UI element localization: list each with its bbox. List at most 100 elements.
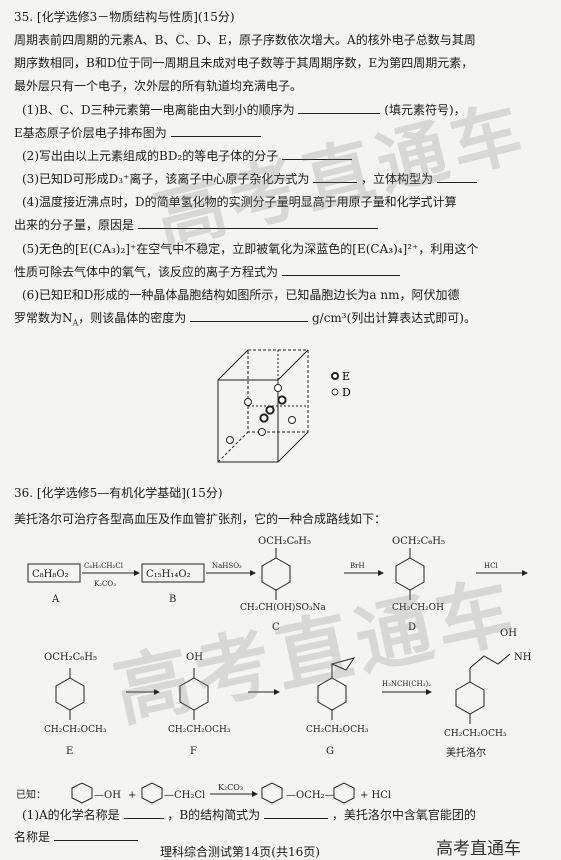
q36-part1-line2: 名称是 (14, 830, 138, 845)
q35-part5-line1: (5)无色的[E(CA₃)₂]⁺在空气中不稳定，立即被氧化为深蓝色的[E(CA₃… (22, 242, 479, 256)
page-footer: 理科综合测试第14页(共16页) (160, 845, 320, 859)
compound-e-top: OCH₂C₆H₅ (44, 652, 97, 663)
compound-e-ring (55, 668, 85, 720)
q36-part1-text2: ，B的结构简式为 (167, 808, 261, 822)
q35-part1-text: (1)B、C、D三种元素第一电离能由大到小的顺序为 (22, 103, 295, 117)
q35-intro-line3: 最外层只有一个电子，次外层的所有轨道均充满电子。 (14, 79, 303, 93)
compound-m-oh: OH (500, 628, 517, 639)
compound-a-label: A (51, 594, 60, 605)
q35-part6-text3: g/cm³(列出计算表达式即可)。 (311, 311, 476, 325)
q35-part6-blank[interactable] (190, 311, 309, 322)
compound-c-top: OCH₂C₆H₅ (258, 536, 311, 547)
compound-c-bottom: CH₂CH(OH)SO₃Na (240, 602, 326, 613)
q36-part1-blank2[interactable] (263, 808, 328, 819)
known-reagent: K₂CO₃ (218, 783, 243, 792)
compound-m-bottom: CH₂CH₂OCH₃ (444, 729, 507, 739)
compound-d-label: D (408, 622, 416, 633)
compound-m-nh: NH (514, 652, 532, 663)
q35-part1-text2: (填元素符号)， (384, 103, 466, 117)
q35-part5-blank[interactable] (281, 265, 400, 276)
known-label: 已知： (16, 788, 46, 801)
compound-metoprolol-ring (455, 653, 511, 724)
compound-m-label: 美托洛尔 (446, 746, 486, 759)
compound-c-ring (261, 548, 291, 600)
legend-d-marker (331, 388, 339, 396)
compound-g-ring (317, 657, 356, 720)
compound-e-label: E (66, 746, 73, 757)
compound-f-label: F (190, 746, 197, 757)
legend-d-label: D (342, 386, 351, 399)
q35-intro-line2: 期序数相同，B和D位于同一周期且未成对电子数等于其周期序数，E为第四周期元素， (14, 56, 474, 70)
known-ring-3 (261, 782, 283, 804)
q35-part2-text: (2)写出由以上元素组成的BD₂的等电子体的分子 (22, 149, 279, 163)
q35-part4-line2: 出来的分子量，原因是 (14, 218, 378, 233)
q35-part6-line1: (6)已知E和D形成的一种晶体晶胞结构如图所示，已知晶胞边长为a nm，阿伏加德 (22, 288, 460, 302)
q35-part1-blank2[interactable] (170, 126, 261, 137)
e-atoms (259, 395, 287, 423)
q35-part5-text: 性质可除去气体中的氧气，该反应的离子方程式为 (14, 265, 279, 279)
known-och2: —OCH₂— (286, 790, 335, 801)
compound-b-label: B (169, 594, 176, 605)
reagent-4: HCl (484, 562, 498, 570)
q35-part6-text2: ，则该晶体的密度为 (78, 311, 187, 325)
known-oh: —OH (94, 790, 121, 801)
compound-d-ring (395, 548, 425, 600)
compound-a-formula: C₈H₈O₂ (32, 569, 69, 580)
compound-g-label: G (326, 746, 334, 757)
compound-d-bottom: CH₂CH₂OH (392, 603, 444, 613)
known-reaction: 已知： —OH + —CH₂Cl K₂CO₃ —OCH₂— + HCl (16, 782, 391, 804)
q35-part1-blank[interactable] (298, 103, 381, 114)
q36-intro: 美托洛尔可治疗各型高血压及作血管扩张剂，它的一种合成路线如下： (14, 512, 387, 526)
q35-part4-text: 出来的分子量，原因是 (14, 218, 135, 232)
compound-d-top: OCH₂C₆H₅ (392, 536, 445, 547)
compound-f-ring (179, 668, 209, 720)
q35-header: 35. [化学选修3－物质结构与性质](15分) (14, 10, 235, 24)
q35-part3-text2: ，立体构型为 (361, 172, 434, 186)
q35-part4-blank[interactable] (137, 218, 378, 229)
q35-part2-blank[interactable] (282, 149, 353, 160)
legend-e-marker (331, 372, 339, 380)
q35-part6-line2: 罗常数为NA，则该晶体的密度为 g/cm³(列出计算表达式即可)。 (14, 311, 476, 328)
compound-g-bottom: CH₂CH₂OCH₃ (306, 725, 369, 735)
q35-part5-line2: 性质可除去气体中的氧气，该反应的离子方程式为 (14, 265, 400, 280)
q36-part1-blank3[interactable] (53, 830, 138, 841)
q35-part4-line1: (4)温度接近沸点时，D的简单氢化物的实测分子量明显高于用原子量和化学式计算 (22, 195, 457, 209)
legend-e-label: E (342, 370, 350, 383)
q35-part3-blank[interactable] (313, 172, 358, 183)
reagent-1b: K₂CO₃ (94, 580, 116, 588)
q35-intro-line1: 周期表前四周期的元素A、B、C、D、E，原子序数依次增大。A的核外电子总数与其周 (14, 33, 476, 47)
q35-part3: (3)已知D可形成D₃⁺离子，该离子中心原子杂化方式为 ，立体构型为 (22, 172, 477, 187)
known-ring-4 (333, 782, 355, 804)
reagent-6: H₂NCH(CH₃)₂ (382, 680, 431, 688)
q36-part1-blank[interactable] (123, 808, 164, 819)
q35-part3-text: (3)已知D可形成D₃⁺离子，该离子中心原子杂化方式为 (22, 172, 310, 186)
known-plus: + (128, 790, 136, 801)
q35-part6-text: 罗常数为N (14, 311, 73, 325)
q35-part1: (1)B、C、D三种元素第一电离能由大到小的顺序为 (填元素符号)， (22, 103, 466, 118)
brand-logo-text: 高考直通车 (436, 839, 521, 859)
known-cl: —CH₂Cl (164, 790, 205, 801)
q35-part3-blank2[interactable] (436, 172, 477, 183)
q35-part2: (2)写出由以上元素组成的BD₂的等电子体的分子 (22, 149, 353, 164)
q36-part1-text4: 名称是 (14, 830, 51, 844)
reagent-2: NaHSO₃ (212, 562, 242, 570)
q36-header: 36. [化学选修5—有机化学基础](15分) (14, 486, 223, 500)
compound-b-formula: C₁₅H₁₄O₂ (146, 569, 191, 580)
q36-part1-text: (1)A的化学名称是 (22, 808, 120, 822)
q35-part1-line2: E基态原子价层电子排布图为 (14, 126, 261, 141)
known-ring-1 (71, 782, 93, 804)
compound-c-label: C (272, 622, 280, 633)
q36-part1-text3: ，美托洛尔中含氧官能团的 (331, 808, 476, 822)
reagent-1: C₆H₅CH₂Cl (84, 562, 124, 570)
reagent-3: BrH (350, 562, 365, 570)
known-ring-2 (141, 782, 163, 804)
compound-e-bottom: CH₂CH₂OCH₃ (44, 725, 107, 735)
d-atoms (226, 384, 296, 444)
synthesis-route: C₈H₈O₂ A C₆H₅CH₂Cl K₂CO₃ C₁₅H₁₄O₂ B NaHS… (27, 536, 532, 759)
known-hcl: + HCl (360, 790, 391, 801)
crystal-cell-diagram: E D (217, 349, 351, 463)
compound-f-bottom: CH₂CH₂OCH₃ (168, 725, 231, 735)
compound-f-top: OH (186, 652, 203, 663)
q35-part1-text3: E基态原子价层电子排布图为 (14, 126, 167, 140)
